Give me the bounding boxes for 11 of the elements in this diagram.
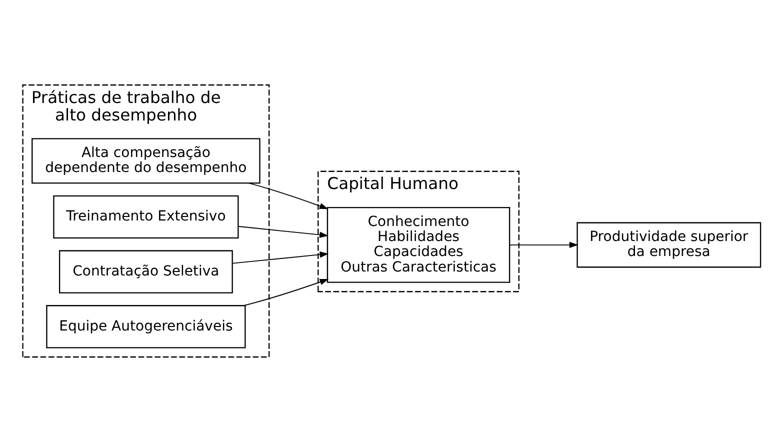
arrow bbox=[232, 251, 329, 264]
node-box: Contratação Seletiva bbox=[58, 250, 233, 293]
node-box: Alta compensação dependente do desempenho bbox=[32, 138, 260, 184]
arrow bbox=[238, 225, 328, 238]
arrow bbox=[243, 278, 329, 306]
arrow bbox=[509, 241, 578, 248]
arrow bbox=[248, 182, 328, 209]
node-box: Conhecimento Habilidades Capacidades Outras Caracteristicas bbox=[326, 206, 510, 282]
node-box: Equipe Autogerenciáveis bbox=[46, 304, 246, 348]
node-box: Treinamento Extensivo bbox=[53, 194, 239, 238]
node-box: Produtividade superior da empresa bbox=[576, 222, 762, 268]
